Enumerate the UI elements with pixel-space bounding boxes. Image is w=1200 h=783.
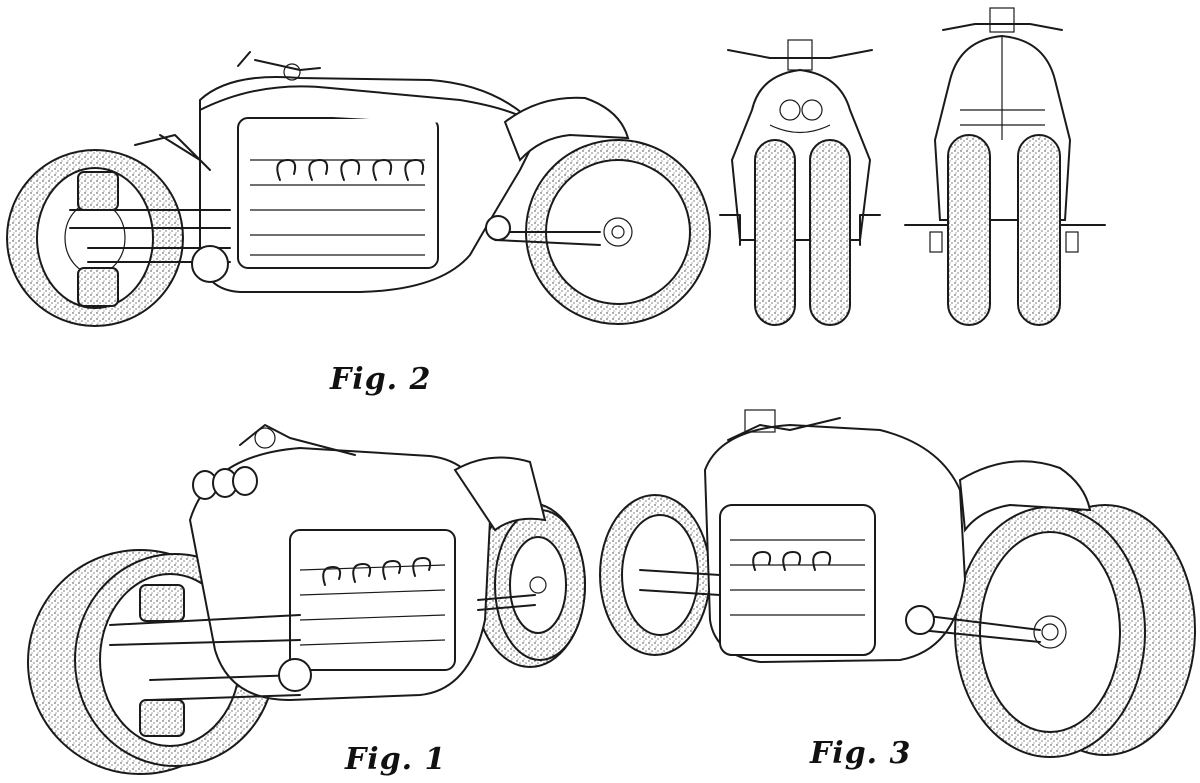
fig3-front-wheel xyxy=(599,494,711,656)
fig1-label: Fig. 1 xyxy=(345,742,447,777)
fig2-side-view xyxy=(6,51,711,327)
exhaust-coils xyxy=(276,159,425,181)
fig2-label: Fig. 2 xyxy=(330,362,432,397)
front-wheel xyxy=(6,149,184,327)
fig1-perspective-view xyxy=(27,424,586,775)
fig3-perspective-view xyxy=(599,409,1196,758)
rear-wheel xyxy=(525,139,711,325)
fig3-rear-wheel xyxy=(954,504,1196,758)
fig1-rear-wheel xyxy=(474,502,586,668)
fig3-label: Fig. 3 xyxy=(810,736,912,771)
rear-view xyxy=(904,7,1106,326)
front-view xyxy=(719,39,881,326)
engine-block xyxy=(237,117,439,269)
